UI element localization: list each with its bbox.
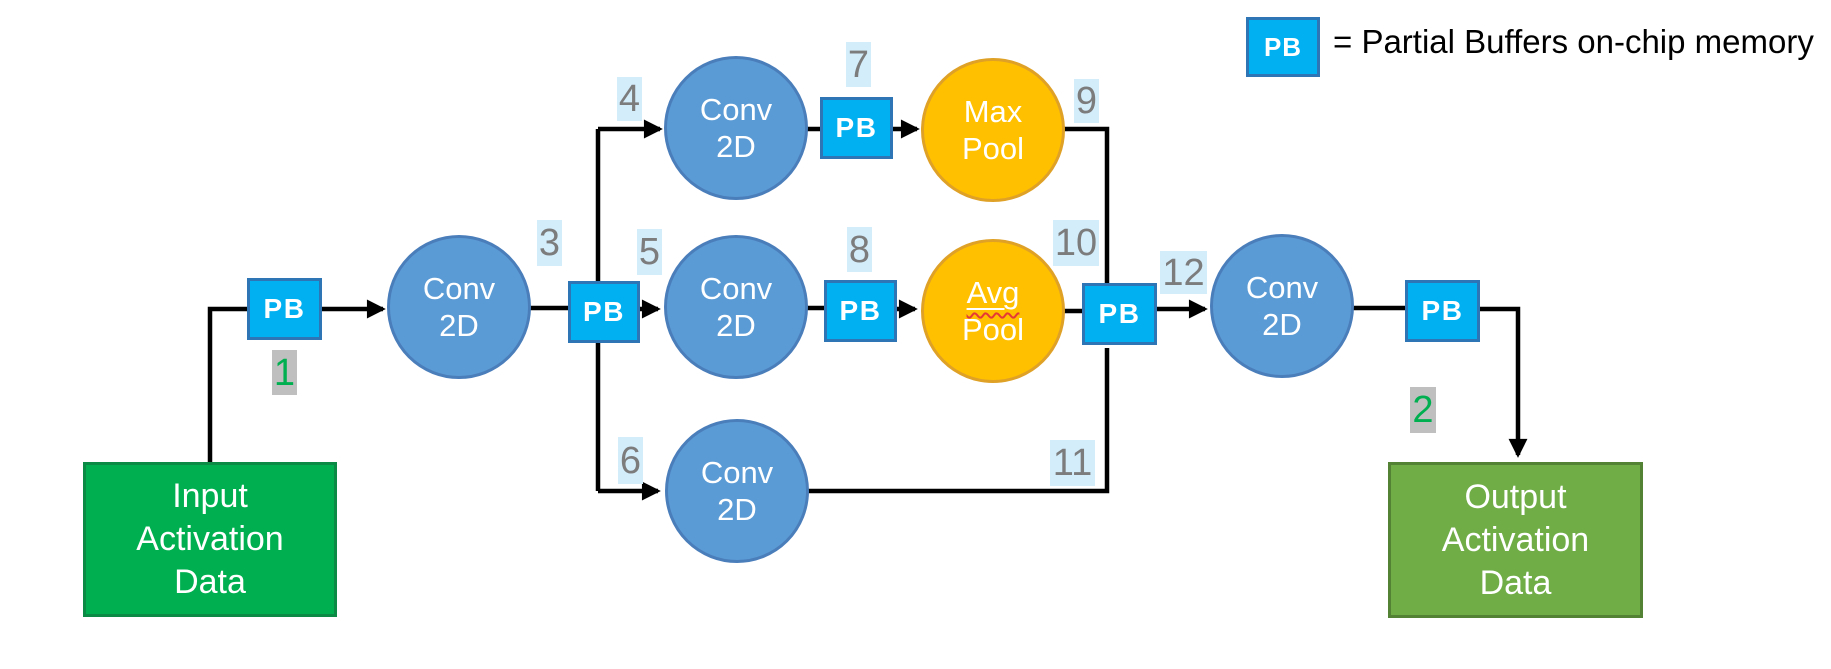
pb-label: PB	[263, 293, 306, 324]
pb-node-mid: PB	[824, 280, 897, 342]
connector-maxpool-to-merge	[1064, 126, 1110, 288]
step-label-9: 9	[1074, 79, 1099, 123]
input-activation-box: Input Activation Data	[83, 462, 337, 617]
step-label-4: 4	[617, 77, 642, 121]
conv2d-node-1: Conv 2D	[387, 235, 531, 379]
pb-node-merge: PB	[1082, 283, 1157, 345]
legend-pb-swatch: PB	[1246, 17, 1320, 77]
conv2d-node-mid: Conv 2D	[664, 235, 808, 379]
pb-label: PB	[835, 112, 878, 143]
step-label-12: 12	[1160, 251, 1207, 294]
pb-node-2-split: PB	[568, 281, 640, 343]
step-label-6: 6	[618, 437, 643, 484]
avg-spellcheck-underline: Avg	[966, 275, 1020, 310]
connector-pb-right-to-output	[1480, 306, 1528, 458]
output-box-label: Output	[1464, 477, 1567, 516]
connector-input-to-conv1	[207, 299, 386, 462]
step-label-1: 1	[272, 350, 297, 395]
pb-label: PB	[1098, 298, 1141, 329]
step-label-5: 5	[637, 229, 662, 275]
pb-node-1: PB	[247, 278, 322, 340]
conv2d-node-bottom: Conv 2D	[665, 419, 809, 563]
step-label-11: 11	[1050, 440, 1095, 486]
avgpool-node: Avg Pool	[921, 239, 1065, 383]
step-label-2: 2	[1410, 387, 1436, 433]
conv2d-node-right: Conv 2D	[1210, 234, 1354, 378]
connector-conv-bottom-to-merge	[808, 348, 1110, 494]
step-label-8: 8	[847, 227, 872, 272]
step-label-3: 3	[537, 220, 562, 266]
conv2d-node-top: Conv 2D	[664, 56, 808, 200]
maxpool-node: Max Pool	[921, 58, 1065, 202]
legend-caption: = Partial Buffers on-chip memory	[1333, 23, 1814, 60]
pb-label: PB	[1421, 295, 1464, 326]
legend-pb-label: PB	[1263, 31, 1303, 62]
pb-node-right: PB	[1405, 280, 1480, 342]
pb-node-top: PB	[820, 97, 893, 159]
input-box-label: Input	[172, 477, 248, 515]
output-activation-box: Output Activation Data	[1388, 462, 1643, 618]
pb-label: PB	[583, 296, 625, 327]
step-label-7: 7	[846, 42, 871, 87]
pb-label: PB	[839, 295, 882, 326]
step-label-10: 10	[1053, 220, 1099, 266]
